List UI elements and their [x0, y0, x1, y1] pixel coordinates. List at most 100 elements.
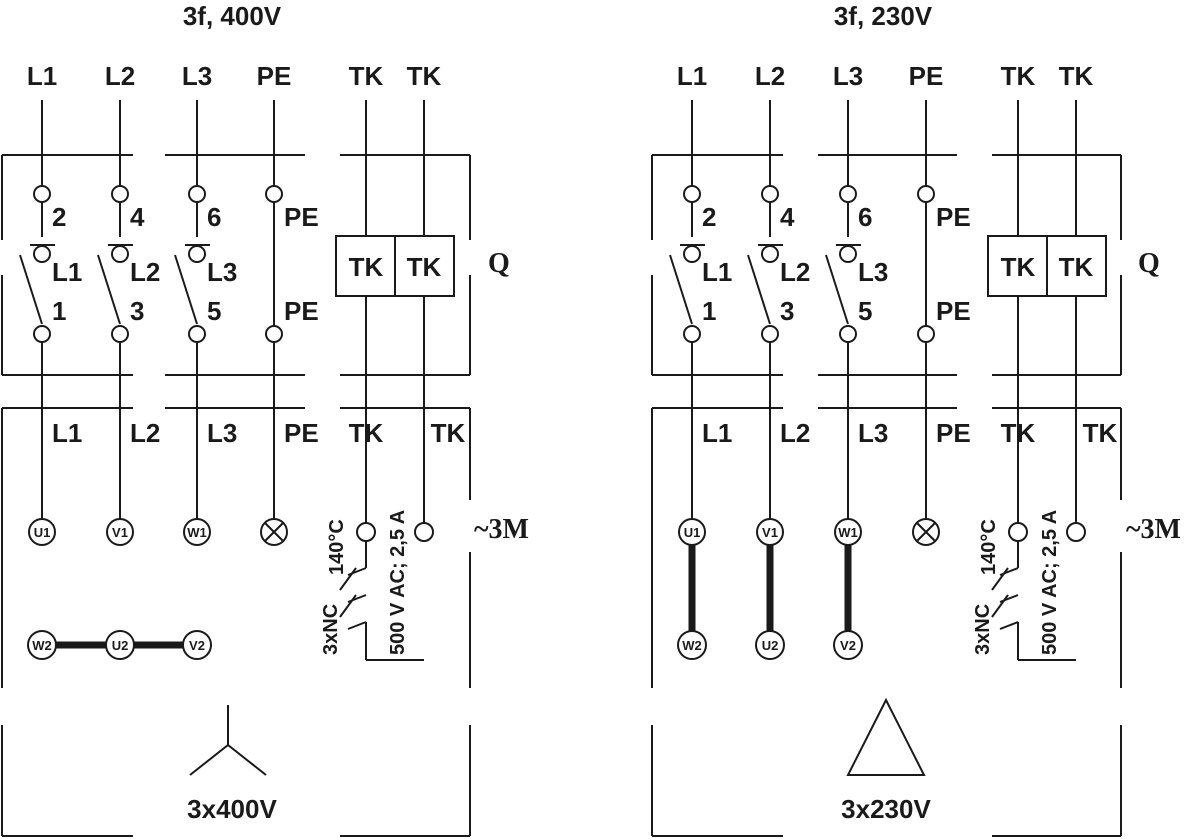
supply-label-tk2: TK [407, 61, 442, 91]
motor-label-l1: L1 [52, 418, 82, 448]
tk-box-label-1: TK [349, 252, 384, 282]
terminal-u2 [105, 630, 135, 660]
diagram-title: 3f, 230V [834, 1, 933, 31]
upper-terminal-pe: PE [284, 202, 319, 232]
voltage-label: 3x230V [841, 794, 931, 824]
pole-label-l3: L3 [858, 257, 888, 287]
switch-contacts [669, 185, 935, 343]
upper-terminal-2: 2 [52, 202, 66, 232]
thermal-rating: 500 V AC; 2,5 A [1039, 510, 1061, 655]
supply-label-tk2: TK [1059, 61, 1094, 91]
motor-label-l1: L1 [702, 418, 732, 448]
supply-label-l3: L3 [182, 61, 212, 91]
thermal-temp: 140°C [978, 519, 1000, 575]
star-symbol-icon [189, 705, 267, 776]
upper-terminal-pe: PE [936, 202, 971, 232]
terminal-w1-label: W1 [187, 525, 207, 540]
supply-label-l1: L1 [677, 61, 707, 91]
supply-label-tk1: TK [349, 61, 384, 91]
upper-terminal-6: 6 [207, 202, 221, 232]
terminal-v1-label: V1 [762, 525, 778, 540]
terminal-w1 [183, 518, 211, 546]
supply-label-l2: L2 [105, 61, 135, 91]
lower-terminal-5: 5 [207, 296, 221, 326]
upper-terminal-2: 2 [702, 202, 716, 232]
motor-label-tk2: TK [1083, 418, 1118, 448]
terminal-u2 [755, 630, 785, 660]
switch-frame [651, 154, 1122, 376]
thermal-temp: 140°C [326, 519, 348, 575]
upper-terminal-4: 4 [780, 202, 795, 232]
switch-contacts [19, 185, 283, 343]
delta-symbol-icon [846, 697, 926, 776]
supply-label-tk1: TK [1001, 61, 1036, 91]
diagram-title: 3f, 400V [183, 1, 282, 31]
terminal-v2-label: V2 [189, 638, 205, 653]
terminal-u1 [28, 518, 56, 546]
pole-label-l1: L1 [702, 257, 732, 287]
terminal-v1-label: V1 [112, 525, 128, 540]
terminal-w1-label: W1 [838, 525, 858, 540]
motor-label-l2: L2 [780, 418, 810, 448]
terminal-v2 [182, 630, 212, 660]
diagram-400v: 3f, 400V L1 L2 L3 PE TK TK Q [1, 1, 529, 837]
tk-box-label-2: TK [407, 252, 442, 282]
supply-label-l2: L2 [755, 61, 785, 91]
switch-label: Q [1138, 248, 1160, 279]
terminal-v1 [756, 518, 784, 546]
pole-label-l2: L2 [780, 257, 810, 287]
tk-box-label-2: TK [1059, 252, 1094, 282]
switch-label: Q [488, 248, 510, 279]
lower-terminal-5: 5 [858, 296, 872, 326]
pole-label-l3: L3 [207, 257, 237, 287]
motor-frame [1, 407, 471, 837]
ground-icon [912, 518, 940, 546]
lower-terminal-3: 3 [780, 296, 794, 326]
supply-label-pe: PE [909, 61, 944, 91]
terminal-w2-label: W2 [682, 638, 702, 653]
switch-frame [1, 154, 471, 376]
supply-label-l3: L3 [833, 61, 863, 91]
motor-label-pe: PE [936, 418, 971, 448]
thermal-rating: 500 V AC; 2,5 A [387, 510, 409, 655]
lower-terminal-1: 1 [52, 296, 66, 326]
terminal-u1-label: U1 [34, 525, 51, 540]
terminal-u2-label: U2 [762, 638, 779, 653]
terminal-u1 [678, 518, 706, 546]
upper-terminal-6: 6 [858, 202, 872, 232]
pole-label-l1: L1 [52, 257, 82, 287]
tk-box-label-1: TK [1001, 252, 1036, 282]
thermal-contact-type: 3xNC [320, 604, 342, 655]
motor-label-l3: L3 [858, 418, 888, 448]
upper-terminal-4: 4 [130, 202, 145, 232]
lower-terminal-pe: PE [936, 296, 971, 326]
motor-label-l2: L2 [130, 418, 160, 448]
pole-label-l2: L2 [130, 257, 160, 287]
motor-label-tk2: TK [431, 418, 466, 448]
motor-label-l3: L3 [207, 418, 237, 448]
diagram-230v: 3f, 230V L1 L2 L3 PE TK TK Q [651, 1, 1181, 837]
terminal-v2 [833, 630, 863, 660]
terminal-w2-label: W2 [32, 638, 52, 653]
motor-frame [651, 407, 1122, 837]
lower-terminal-1: 1 [702, 296, 716, 326]
lower-terminal-pe: PE [284, 296, 319, 326]
terminal-w2 [677, 630, 707, 660]
terminal-w1 [834, 518, 862, 546]
terminal-v2-label: V2 [840, 638, 856, 653]
terminal-u2-label: U2 [112, 638, 129, 653]
terminal-w2 [27, 630, 57, 660]
motor-label-tk1: TK [1001, 418, 1036, 448]
motor-label: ~3M [474, 514, 529, 545]
terminal-v1 [106, 518, 134, 546]
voltage-label: 3x400V [187, 794, 277, 824]
thermal-contact-type: 3xNC [972, 604, 994, 655]
terminal-u1-label: U1 [684, 525, 701, 540]
supply-label-l1: L1 [27, 61, 57, 91]
supply-label-pe: PE [257, 61, 292, 91]
motor-label-pe: PE [284, 418, 319, 448]
motor-label: ~3M [1126, 514, 1181, 545]
lower-terminal-3: 3 [130, 296, 144, 326]
motor-label-tk1: TK [349, 418, 384, 448]
